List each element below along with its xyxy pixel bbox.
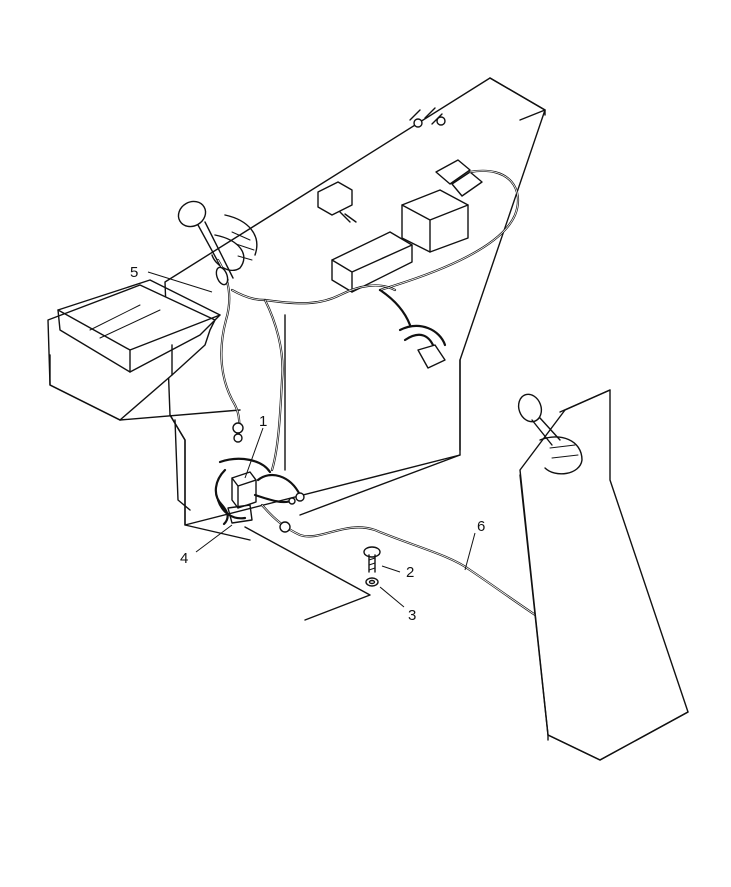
callout-5: 5 xyxy=(130,264,138,281)
left-control-lever xyxy=(177,200,258,281)
callout-1: 1 xyxy=(259,413,267,430)
mount-bracket-line xyxy=(244,526,371,621)
callout-labels: 5 1 2 3 4 6 xyxy=(130,264,485,624)
left-seat-box xyxy=(47,279,241,421)
lever-harness-5 xyxy=(215,258,244,443)
bolt-part-2 xyxy=(363,546,381,573)
right-console xyxy=(517,389,689,761)
callout-6: 6 xyxy=(477,518,485,535)
cab-body-outline xyxy=(164,77,546,541)
callout-leaders xyxy=(147,271,476,608)
top-harness-connectors xyxy=(378,159,520,369)
relay-assembly xyxy=(214,457,305,526)
callout-3: 3 xyxy=(408,607,416,624)
main-wiring-harness xyxy=(230,284,412,472)
controller-units xyxy=(317,107,469,293)
callout-2: 2 xyxy=(406,564,414,581)
callout-4: 4 xyxy=(180,550,188,567)
washer-part-3 xyxy=(365,577,379,587)
